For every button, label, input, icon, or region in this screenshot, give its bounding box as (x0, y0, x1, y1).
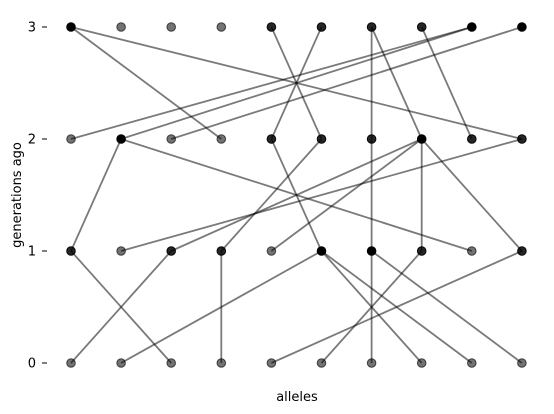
y-tick-label-2: 2 (28, 133, 36, 148)
node-gen0-allele3 (216, 358, 227, 368)
node-gen3-allele0 (66, 22, 76, 32)
node-gen0-allele6 (366, 358, 377, 368)
node-gen2-allele0 (66, 134, 76, 144)
edge-gen1-allele8 (120, 138, 473, 252)
node-gen0-allele2 (166, 358, 176, 368)
node-gen1-allele8 (467, 246, 477, 256)
y-tick-label-3: 3 (28, 21, 36, 36)
node-gen3-allele9 (517, 22, 527, 32)
node-gen0-allele1 (116, 358, 126, 368)
node-gen2-allele5 (316, 134, 327, 144)
edge-gen1-allele0 (70, 138, 122, 252)
node-gen3-allele2 (166, 22, 176, 32)
allele-nodes (66, 22, 527, 368)
node-gen1-allele9 (517, 246, 527, 256)
node-gen3-allele8 (467, 22, 477, 32)
edge-gen1-allele4 (270, 138, 423, 252)
node-gen0-allele8 (467, 358, 477, 368)
node-gen3-allele3 (216, 22, 227, 32)
edge-gen1-allele9 (421, 138, 523, 252)
node-gen0-allele0 (66, 358, 76, 368)
node-gen2-allele1 (116, 134, 126, 144)
node-gen1-allele4 (266, 246, 277, 256)
node-gen1-allele0 (66, 246, 76, 256)
node-gen3-allele5 (316, 22, 327, 32)
edge-gen2-allele0 (70, 26, 473, 140)
node-gen3-allele1 (116, 22, 126, 32)
node-gen1-allele2 (166, 246, 176, 256)
edge-gen0-allele2 (70, 250, 172, 364)
node-gen1-allele5 (316, 246, 327, 256)
node-gen1-allele3 (216, 246, 227, 256)
edge-gen2-allele9 (70, 26, 523, 140)
edge-gen1-allele3 (220, 138, 323, 252)
node-gen3-allele7 (416, 22, 427, 32)
edge-gen2-allele7 (370, 26, 423, 140)
node-gen2-allele3 (216, 134, 227, 144)
x-axis-label: alleles (276, 390, 318, 405)
node-gen1-allele1 (116, 246, 126, 256)
edge-gen2-allele3 (70, 26, 222, 140)
node-gen2-allele6 (366, 134, 377, 144)
node-gen0-allele4 (266, 358, 277, 368)
y-tick-label-0: 0 (28, 357, 36, 372)
node-gen0-allele9 (517, 358, 527, 368)
node-gen2-allele7 (416, 134, 427, 144)
node-gen1-allele6 (366, 246, 377, 256)
node-gen0-allele7 (416, 358, 427, 368)
node-gen3-allele4 (266, 22, 277, 32)
y-axis-label: generations ago (10, 142, 25, 248)
node-gen2-allele9 (517, 134, 527, 144)
edge-gen1-allele1 (120, 138, 523, 252)
edge-gen0-allele9 (371, 250, 523, 364)
edge-gen0-allele8 (320, 250, 473, 364)
node-gen3-allele6 (366, 22, 377, 32)
y-axis: 0 1 2 3 (28, 21, 47, 372)
node-gen2-allele2 (166, 134, 176, 144)
node-gen2-allele8 (467, 134, 477, 144)
parent-edges (70, 26, 523, 364)
edge-gen0-allele7 (320, 250, 423, 364)
node-gen2-allele4 (266, 134, 277, 144)
y-tick-label-1: 1 (28, 245, 36, 260)
node-gen0-allele5 (316, 358, 327, 368)
node-gen1-allele7 (416, 246, 427, 256)
edge-gen2-allele8 (420, 26, 473, 140)
edge-gen2-allele2 (170, 26, 523, 140)
